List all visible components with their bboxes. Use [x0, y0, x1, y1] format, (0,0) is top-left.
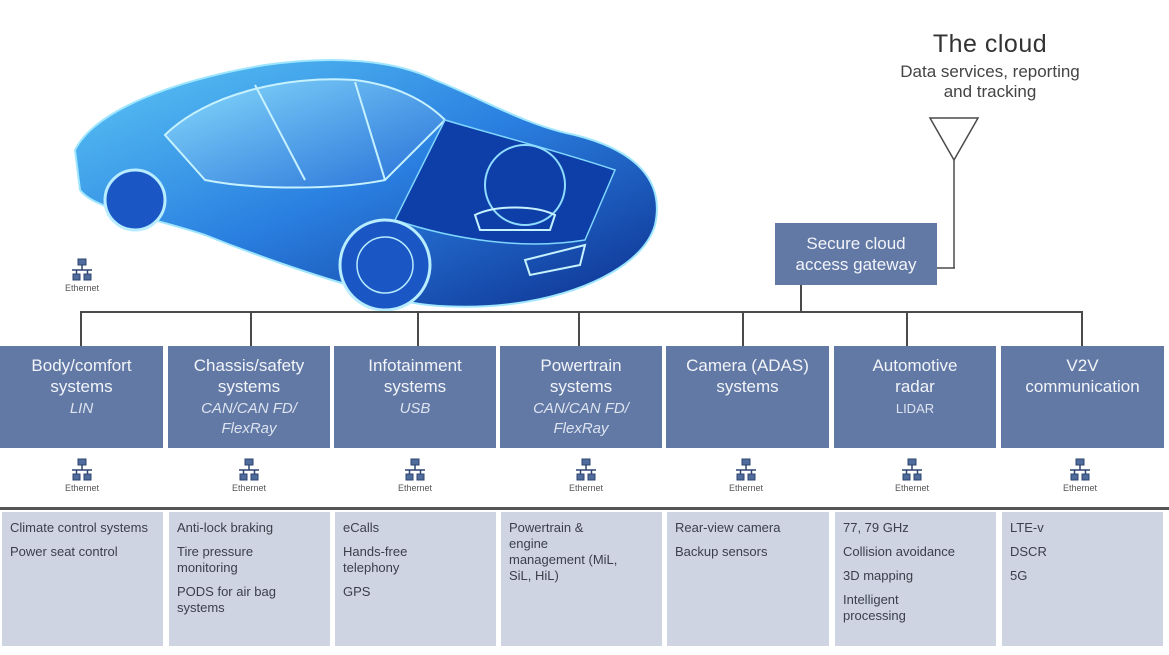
cloud-subtitle-line2: and tracking: [943, 82, 1037, 101]
detail-box-chassis-safety: Anti-lock braking Tire pressure monitori…: [169, 512, 330, 646]
bus-drop: [417, 311, 419, 346]
system-box-v2v: V2V communication: [1001, 346, 1164, 448]
system-name: Automotive: [872, 356, 958, 375]
detail-item: Anti-lock braking: [177, 520, 274, 535]
bus-drop: [250, 311, 252, 346]
system-name: systems: [383, 377, 447, 396]
antenna-icon: [928, 117, 980, 269]
detail-item: DSCR: [1010, 544, 1047, 559]
bus-drop: [80, 311, 82, 346]
system-name: Infotainment: [368, 356, 462, 375]
system-name: Chassis/safety: [193, 356, 305, 375]
detail-box-powertrain: Powertrain & engine management (MiL, SiL…: [501, 512, 662, 646]
cloud-subtitle: Data services, reporting and tracking: [845, 62, 1135, 102]
bus-drop: [742, 311, 744, 346]
detail-item: Tire pressure monitoring: [177, 544, 254, 575]
detail-divider: [0, 507, 1169, 510]
detail-item: 5G: [1010, 568, 1028, 583]
detail-item: Climate control systems: [10, 520, 148, 535]
detail-item: Power seat control: [10, 544, 118, 559]
network-icon: [576, 458, 596, 481]
ethernet-bus-line: [80, 311, 1082, 313]
network-icon: [736, 458, 756, 481]
system-box-powertrain: Powertrain systems CAN/CAN FD/ FlexRay: [500, 346, 662, 448]
cloud-title: The cloud: [932, 30, 1048, 58]
system-ethernet: Ethernet: [219, 458, 279, 493]
detail-item: eCalls: [343, 520, 380, 535]
system-name: V2V: [1066, 356, 1099, 375]
backbone-ethernet: Ethernet: [52, 258, 112, 293]
system-protocol: LIN: [69, 400, 94, 417]
detail-item: LTE-v: [1010, 520, 1044, 535]
detail-box-v2v: LTE-v DSCR 5G: [1002, 512, 1163, 646]
system-name: communication: [1025, 377, 1140, 396]
detail-item: Rear-view camera: [675, 520, 781, 535]
bus-drop: [1081, 311, 1083, 346]
system-protocol: USB: [399, 400, 431, 417]
network-icon: [902, 458, 922, 481]
system-box-automotive-radar: Automotive radar LIDAR: [834, 346, 996, 448]
system-protocol: FlexRay: [553, 420, 609, 437]
detail-item: Intelligent processing: [843, 592, 906, 623]
detail-item: Backup sensors: [675, 544, 768, 559]
ethernet-label: Ethernet: [894, 483, 930, 493]
system-name: systems: [50, 377, 113, 396]
detail-box-camera-adas: Rear-view camera Backup sensors: [667, 512, 829, 646]
detail-item: Powertrain & engine management (MiL, SiL…: [509, 520, 618, 583]
system-ethernet: Ethernet: [882, 458, 942, 493]
detail-box-automotive-radar: 77, 79 GHz Collision avoidance 3D mappin…: [835, 512, 996, 646]
network-icon: [72, 258, 92, 281]
car-illustration: [73, 59, 658, 312]
system-box-body-comfort: Body/comfort systems LIN: [0, 346, 163, 448]
ethernet-label: Ethernet: [64, 283, 100, 293]
gateway-label-line2: access gateway: [795, 255, 917, 274]
ethernet-label: Ethernet: [231, 483, 267, 493]
system-protocol: FlexRay: [221, 420, 277, 437]
system-name: Body/comfort: [31, 356, 132, 375]
ethernet-label: Ethernet: [64, 483, 100, 493]
system-name: systems: [549, 377, 613, 396]
system-name: systems: [217, 377, 281, 396]
detail-item: GPS: [343, 584, 371, 599]
system-ethernet: Ethernet: [556, 458, 616, 493]
system-box-chassis-safety: Chassis/safety systems CAN/CAN FD/ FlexR…: [168, 346, 330, 448]
gateway-connector: [800, 285, 802, 312]
detail-item: PODS for air bag systems: [177, 584, 276, 615]
detail-item: 3D mapping: [843, 568, 914, 583]
detail-item: Collision avoidance: [843, 544, 956, 559]
system-ethernet: Ethernet: [716, 458, 776, 493]
system-ethernet: Ethernet: [1050, 458, 1110, 493]
network-icon: [405, 458, 425, 481]
system-name: radar: [895, 377, 935, 396]
bus-drop: [906, 311, 908, 346]
cloud-subtitle-line1: Data services, reporting: [900, 62, 1080, 81]
system-box-camera-adas: Camera (ADAS) systems: [666, 346, 829, 448]
system-name: systems: [716, 377, 779, 396]
network-icon: [72, 458, 92, 481]
ethernet-label: Ethernet: [397, 483, 433, 493]
bus-drop: [578, 311, 580, 346]
ethernet-label: Ethernet: [728, 483, 764, 493]
network-icon: [1070, 458, 1090, 481]
system-protocol: CAN/CAN FD/: [533, 400, 629, 417]
network-icon: [239, 458, 259, 481]
system-ethernet: Ethernet: [385, 458, 445, 493]
gateway-label-line1: Secure cloud: [806, 234, 906, 253]
detail-item: Hands-free telephony: [343, 544, 408, 575]
system-name: Camera (ADAS): [686, 356, 809, 375]
system-protocol: LIDAR: [895, 401, 935, 416]
system-name: Powertrain: [540, 356, 622, 375]
system-ethernet: Ethernet: [52, 458, 112, 493]
detail-box-infotainment: eCalls Hands-free telephony GPS: [335, 512, 496, 646]
system-protocol: CAN/CAN FD/: [201, 400, 297, 417]
ethernet-label: Ethernet: [1062, 483, 1098, 493]
system-box-infotainment: Infotainment systems USB: [334, 346, 496, 448]
detail-box-body-comfort: Climate control systems Power seat contr…: [2, 512, 163, 646]
detail-item: 77, 79 GHz: [843, 520, 909, 535]
ethernet-label: Ethernet: [568, 483, 604, 493]
secure-cloud-gateway: Secure cloud access gateway: [775, 223, 937, 285]
